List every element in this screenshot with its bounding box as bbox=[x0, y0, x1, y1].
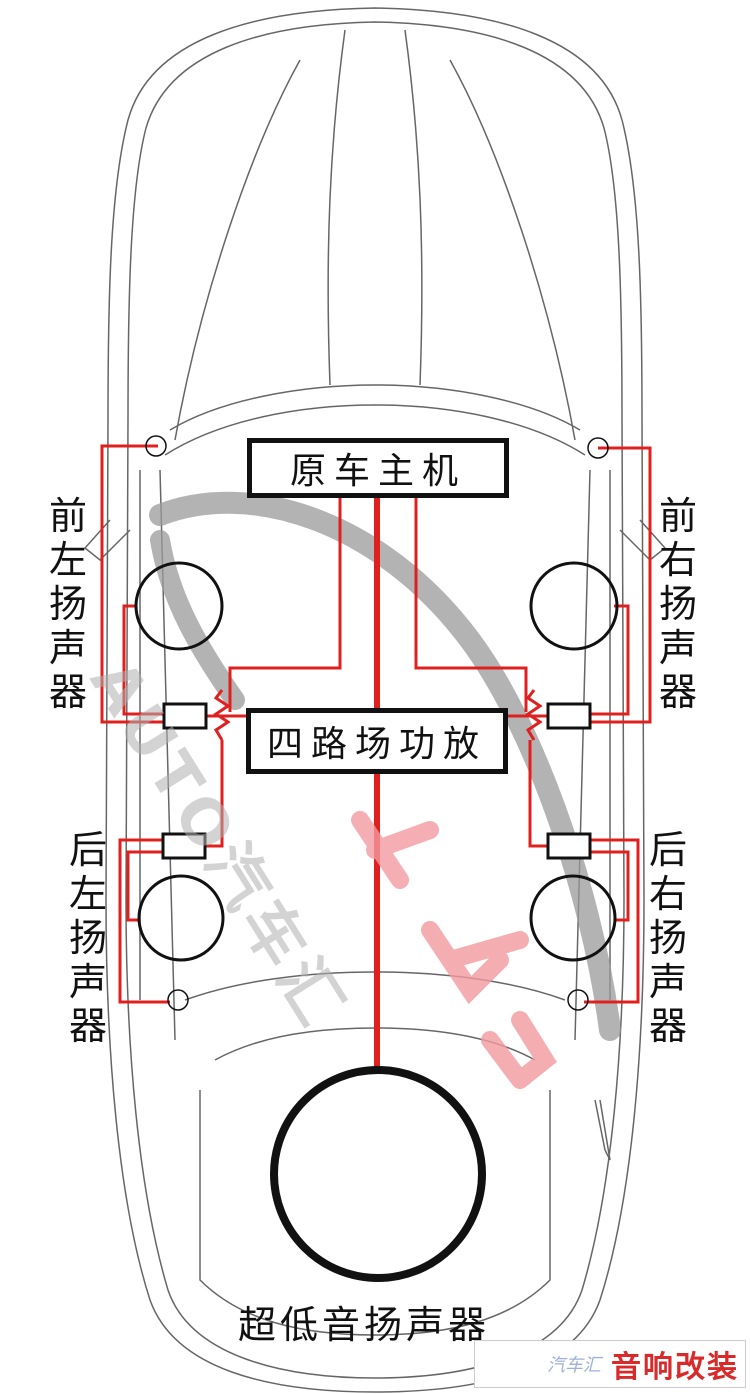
front-left-speaker-label: 前 左 扬 声 器 bbox=[48, 494, 87, 714]
front-right-speaker-label: 前 右 扬 声 器 bbox=[658, 494, 697, 714]
amplifier-box: 四路场功放 bbox=[246, 708, 508, 774]
rear-left-tweeter bbox=[167, 989, 189, 1011]
front-right-woofer bbox=[529, 561, 619, 651]
brand-watermark-bar: 汽车汇 音响改装 bbox=[474, 1340, 746, 1388]
subwoofer-label: 超低音扬声器 bbox=[238, 1303, 491, 1347]
rear-right-tweeter-wire bbox=[584, 838, 640, 1004]
rear-left-tweeter-wire bbox=[118, 838, 170, 1004]
subwoofer bbox=[270, 1066, 486, 1282]
head-to-amp-right-wire bbox=[414, 498, 528, 712]
watermark-red-strokes bbox=[351, 811, 557, 1089]
front-right-woofer-wire bbox=[590, 604, 630, 716]
watermark-logo bbox=[149, 491, 621, 1041]
rear-right-woofer bbox=[529, 874, 617, 962]
wiring bbox=[100, 444, 652, 1068]
rear-right-speaker-label: 后 右 扬 声 器 bbox=[648, 828, 687, 1048]
front-left-woofer bbox=[134, 561, 224, 651]
rear-left-woofer-wire bbox=[126, 850, 162, 922]
speakers bbox=[134, 435, 619, 1282]
rear-right-tweeter bbox=[567, 989, 589, 1011]
front-right-tweeter-wire bbox=[590, 446, 652, 724]
rear-left-speaker-label: 后 左 扬 声 器 bbox=[68, 828, 107, 1048]
front-left-tweeter-wire bbox=[100, 444, 164, 724]
head-unit-box: 原车主机 bbox=[247, 438, 509, 498]
brand-logo-text: 汽车汇 bbox=[547, 1355, 601, 1376]
right-crossover-zigzag bbox=[525, 689, 543, 741]
head-unit-label: 原车主机 bbox=[289, 451, 466, 492]
crossovers bbox=[161, 702, 592, 860]
rear-right-crossover bbox=[546, 832, 592, 860]
amplifier-label: 四路场功放 bbox=[266, 724, 487, 765]
left-crossover-zigzag bbox=[213, 689, 231, 741]
front-left-tweeter bbox=[145, 435, 167, 457]
rear-left-crossover bbox=[161, 832, 207, 860]
front-right-crossover bbox=[546, 702, 592, 730]
front-left-crossover bbox=[162, 702, 208, 730]
rear-left-woofer bbox=[137, 874, 225, 962]
front-left-woofer-wire bbox=[122, 604, 164, 716]
head-to-amp-left-wire bbox=[228, 498, 342, 712]
car-outline bbox=[83, 7, 667, 1393]
rear-left-amp-wire bbox=[206, 740, 224, 848]
rear-right-woofer-wire bbox=[590, 850, 630, 922]
rear-right-amp-wire bbox=[528, 740, 548, 848]
front-right-tweeter bbox=[587, 437, 609, 459]
brand-tagline: 音响改装 bbox=[611, 1350, 739, 1385]
